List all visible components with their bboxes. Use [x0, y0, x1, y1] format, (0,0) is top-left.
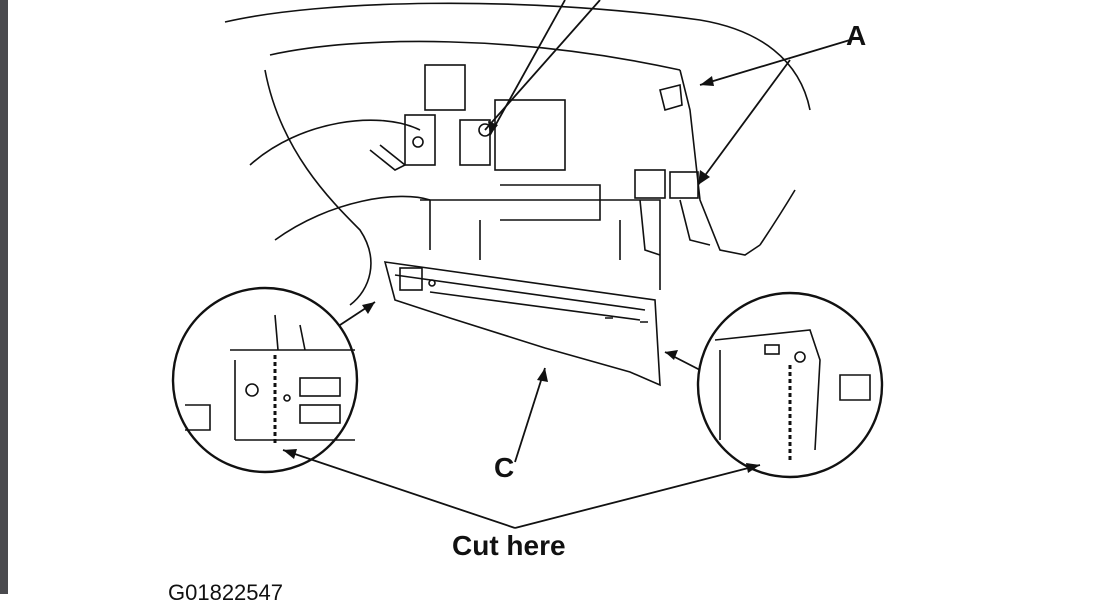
arrowheads: [283, 76, 760, 473]
leader-arrows: [282, 0, 851, 529]
part-c-cover: [383, 261, 661, 387]
detail-circle-right: [696, 291, 884, 479]
figure-code: G01822547: [168, 580, 283, 605]
bracket-assembly: [369, 64, 601, 221]
cut-here-label: Cut here: [452, 530, 566, 561]
viewer-left-edge: [0, 0, 8, 594]
callout-label-c: C: [494, 452, 515, 483]
detail-circle-left: [171, 286, 359, 474]
dashboard-outline: [224, 2, 811, 306]
callout-label-a: A: [846, 20, 867, 51]
connectors-a: [634, 169, 711, 256]
